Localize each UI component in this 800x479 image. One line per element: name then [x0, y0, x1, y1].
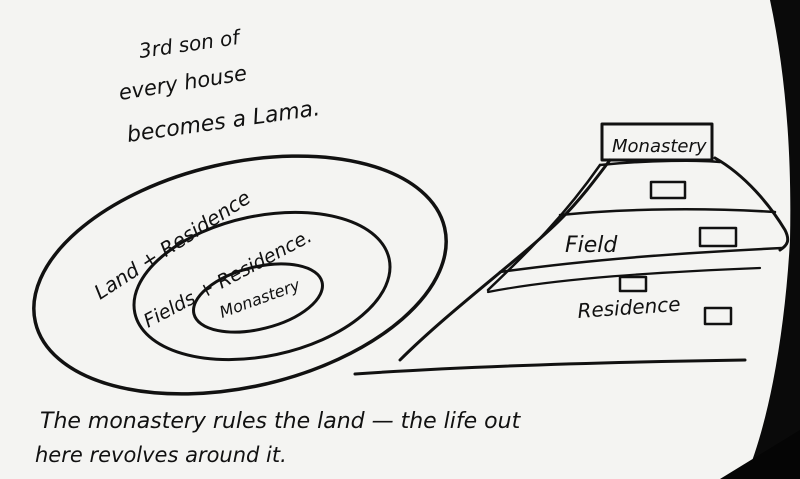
page-shadow-bottom-right	[720, 430, 800, 479]
pyramid-label-top: Monastery	[612, 136, 707, 157]
page-shadow-right	[745, 0, 800, 479]
house-box-3	[618, 275, 648, 293]
outer-ring	[32, 154, 448, 396]
pyramid-diagram: Monastery Field Residence	[353, 122, 790, 376]
pyramid-label-middle: Field	[565, 233, 618, 258]
handwritten-note: 3rd son of every house becomes a Lama.	[117, 25, 322, 148]
house-box-2	[698, 226, 738, 248]
hill-left-slope	[398, 158, 612, 362]
ground-line	[353, 358, 747, 376]
tier-line-fourth	[486, 266, 762, 294]
middle-ring	[132, 210, 392, 362]
tier-line-third	[498, 246, 784, 274]
inner-ring	[192, 262, 324, 334]
house-box-1	[649, 180, 687, 200]
caption-line-1: The monastery rules the land — the life …	[40, 409, 522, 434]
monastery-box	[600, 122, 714, 162]
hill-left-slope-inner	[486, 163, 602, 292]
tier-line-second	[558, 208, 777, 217]
concentric-rings-diagram: Land + Residence Fields + Residence. Mon…	[32, 154, 448, 396]
pyramid-label-bottom: Residence	[577, 292, 682, 323]
house-box-4	[703, 306, 733, 326]
note-line-2: every house	[117, 61, 249, 105]
note-line-3: becomes a Lama.	[125, 96, 321, 148]
caption-line-2: here revolves around it.	[35, 443, 287, 467]
caption: The monastery rules the land — the life …	[35, 409, 522, 467]
hill-right-slope	[713, 156, 790, 252]
note-line-1: 3rd son of	[137, 25, 243, 63]
